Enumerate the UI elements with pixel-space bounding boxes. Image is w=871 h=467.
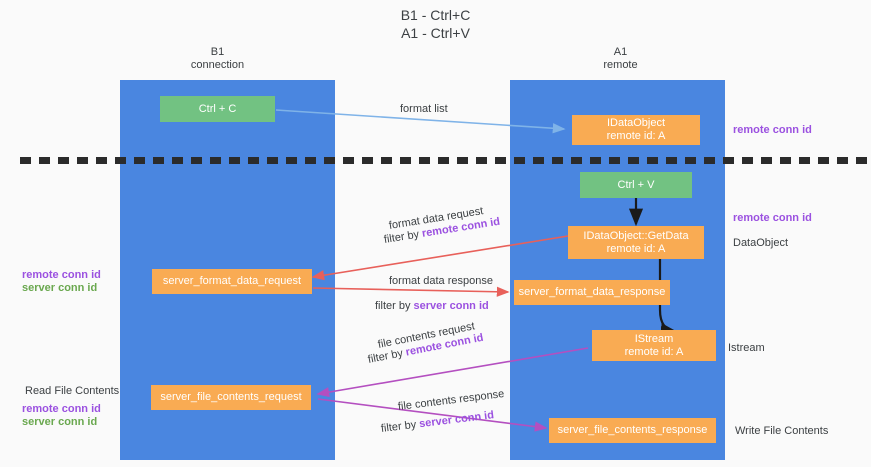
edge-label-filter-by-server-conn-id-2: filter by server conn id — [380, 408, 495, 436]
side-label-read-file-contents: Read File Contents — [25, 385, 120, 397]
column-b1-name: B1 — [210, 46, 225, 58]
server-conn-id-text-2: server conn id — [418, 409, 495, 431]
node-idataobject-getdata[interactable]: IDataObject::GetData remote id: A — [568, 226, 704, 259]
side-label-dataobject: DataObject — [733, 237, 789, 249]
side-label-left-server-conn-id-2: server conn id — [22, 416, 98, 428]
node-istream-remote-id: remote id: A — [624, 345, 684, 358]
column-a1-name: A1 — [613, 46, 628, 58]
side-label-left-remote-conn-id-2: remote conn id — [22, 403, 101, 415]
filter-by-text-4: filter by — [380, 418, 417, 435]
node-getdata-label: IDataObject::GetData — [583, 229, 689, 242]
edge-label-format-list: format list — [400, 103, 448, 115]
side-label-write-file-contents: Write File Contents — [735, 425, 829, 437]
node-server-format-data-request[interactable]: server_format_data_request — [152, 269, 312, 294]
filter-by-text-1: filter by — [383, 228, 420, 246]
filter-by-text-3: filter by — [366, 347, 404, 366]
column-header-b1: B1 connection — [150, 46, 285, 72]
node-istream[interactable]: IStream remote id: A — [592, 330, 716, 361]
node-idataobject[interactable]: IDataObject remote id: A — [572, 115, 700, 145]
side-label-remote-conn-id-top: remote conn id — [733, 124, 812, 136]
node-idataobject-remote-id: remote id: A — [606, 130, 666, 142]
side-label-istream: Istream — [728, 342, 765, 354]
node-idataobject-label: IDataObject — [606, 117, 666, 129]
node-server-file-contents-response-label: server_file_contents_response — [557, 424, 708, 436]
column-a1-role: remote — [603, 59, 638, 71]
edge-label-format-data-response: format data response — [389, 275, 493, 287]
title-line-1: B1 - Ctrl+C — [400, 7, 471, 23]
edge-label-filter-by-server-conn-id-1: filter by server conn id — [375, 299, 489, 313]
arrow-format-data-response — [312, 286, 510, 297]
column-header-a1: A1 remote — [553, 46, 688, 72]
node-getdata-remote-id: remote id: A — [606, 242, 666, 255]
node-server-format-data-response-label: server_format_data_response — [518, 286, 666, 298]
filter-by-text-2: filter by — [375, 300, 411, 312]
column-b1-role: connection — [190, 59, 245, 71]
node-server-file-contents-response[interactable]: server_file_contents_response — [549, 418, 716, 443]
diagram-title: B1 - Ctrl+C A1 - Ctrl+V — [0, 6, 871, 42]
side-label-remote-conn-id-mid: remote conn id — [733, 212, 812, 224]
node-ctrl-c-label: Ctrl + C — [198, 102, 237, 115]
section-divider — [20, 157, 871, 164]
node-server-format-data-request-label: server_format_data_request — [162, 275, 302, 287]
node-server-format-data-response[interactable]: server_format_data_response — [514, 280, 670, 305]
side-label-left-server-conn-id: server conn id — [22, 282, 98, 294]
title-line-2: A1 - Ctrl+V — [401, 25, 470, 41]
node-istream-label: IStream — [634, 332, 674, 345]
server-conn-id-text-1: server conn id — [413, 300, 489, 312]
node-ctrl-v-label: Ctrl + V — [617, 178, 655, 191]
node-server-file-contents-request-label: server_file_contents_request — [160, 391, 302, 403]
side-label-left-remote-conn-id: remote conn id — [22, 269, 101, 281]
node-server-file-contents-request[interactable]: server_file_contents_request — [151, 385, 311, 410]
node-ctrl-v[interactable]: Ctrl + V — [580, 172, 692, 198]
node-ctrl-c[interactable]: Ctrl + C — [160, 96, 275, 122]
